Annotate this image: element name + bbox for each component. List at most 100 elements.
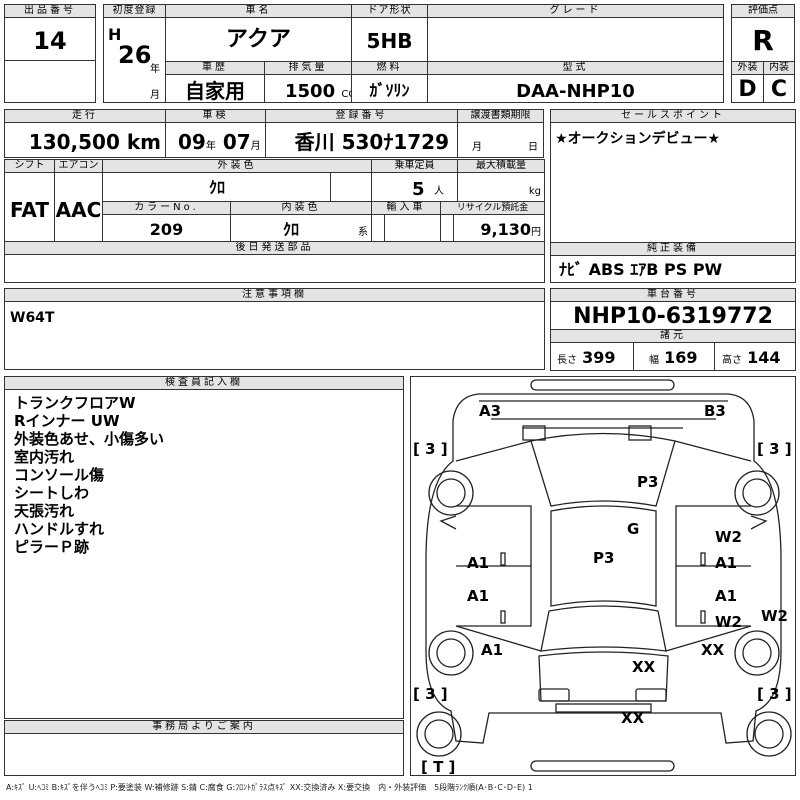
history-label: 車歴 bbox=[166, 62, 264, 75]
history: 自家用 bbox=[185, 79, 245, 103]
fuel-label: 燃料 bbox=[352, 62, 427, 75]
score-cell: 評価点 R bbox=[731, 4, 795, 62]
car-name: アクア bbox=[226, 27, 291, 52]
lot-blank-cell bbox=[4, 60, 96, 103]
damage-mark: XX bbox=[621, 709, 645, 727]
inspection-label: 車検 bbox=[166, 110, 265, 123]
first-registration-label: 初度登録 bbox=[104, 5, 165, 18]
shift: FAT bbox=[10, 198, 49, 222]
grade-cell: グレード bbox=[427, 4, 724, 62]
door-cell: ドア形状 5HB bbox=[351, 4, 428, 62]
sales-point-cell: セールスポイント ★オークションデビュー★ bbox=[550, 109, 796, 243]
spec-height: 高さ 144 bbox=[722, 348, 781, 367]
damage-mark: P3 bbox=[637, 473, 658, 491]
damage-mark: W2 bbox=[715, 613, 742, 631]
damage-mark: A1 bbox=[467, 554, 489, 572]
transfer-label: 譲渡書類期限 bbox=[458, 110, 543, 123]
exterior-color-label: 外装色 bbox=[103, 160, 371, 173]
tire-mark-rear-left: [ 3 ] bbox=[413, 685, 448, 703]
inspector-note: シートしわ bbox=[14, 484, 90, 502]
color-number-cell: カラーNo. 209 bbox=[102, 201, 231, 242]
fuel-cell: 燃料 ｶﾞｿﾘﾝ bbox=[351, 61, 428, 103]
score-label: 評価点 bbox=[732, 5, 794, 18]
recycle-fee: 9,130円 bbox=[480, 220, 541, 239]
mileage: 130,500 km bbox=[28, 130, 161, 154]
inspection-date: 09年 07月 bbox=[178, 130, 261, 154]
capacity-label: 乗車定員 bbox=[372, 160, 457, 173]
interior-score-cell: 内装 C bbox=[763, 61, 795, 103]
lot-number: 14 bbox=[33, 27, 67, 55]
damage-mark: A1 bbox=[481, 641, 503, 659]
rear-glass bbox=[540, 605, 667, 652]
transfer-day-unit: 日 bbox=[528, 142, 538, 153]
model-label: 型式 bbox=[428, 62, 723, 75]
inspector-label: 検査員記入欄 bbox=[5, 377, 403, 390]
max-load-unit: kg bbox=[528, 186, 541, 197]
inspector-note: 室内汚れ bbox=[14, 448, 75, 466]
interior-color-suffix: 系 bbox=[358, 227, 368, 238]
max-load-cell: 最大積載量 kg bbox=[457, 159, 545, 202]
spec-width: 幅 169 bbox=[649, 348, 698, 367]
displacement-cell: 排気量 1500 CC bbox=[264, 61, 352, 103]
tire-mark-spare: [ T ] bbox=[421, 758, 455, 776]
displacement: 1500 CC bbox=[285, 81, 351, 102]
lot-number-label: 出品番号 bbox=[5, 5, 95, 18]
plate-cell: 登録番号 香川 530ﾅ1729 bbox=[265, 109, 458, 158]
recycle-cell: リサイクル預託金 9,130円 bbox=[440, 201, 545, 242]
recycle-label: リサイクル預託金 bbox=[441, 202, 544, 215]
exterior-color: ｸﾛ bbox=[208, 178, 225, 197]
color-number-label: カラーNo. bbox=[103, 202, 230, 215]
shift-label: シフト bbox=[5, 160, 54, 173]
plate-label: 登録番号 bbox=[266, 110, 457, 123]
inspector-note: 外装色あせ、小傷多い bbox=[14, 430, 165, 448]
tire-mark-front-right: [ 3 ] bbox=[757, 440, 792, 458]
inspector-note: ピラーＰ跡 bbox=[14, 538, 90, 556]
legend: A:ｷｽﾞ U:ﾍｺﾐ B:ｷｽﾞを伴うﾍｺﾐ P:要塗装 W:補修跡 S:錆 … bbox=[6, 783, 533, 792]
exterior-score: D bbox=[738, 77, 757, 102]
office-label: 事務局よりご案内 bbox=[5, 721, 403, 734]
ac: AAC bbox=[55, 198, 102, 222]
damage-mark: A1 bbox=[715, 587, 737, 605]
genuine-equipment-cell: 純正装備 ﾅﾋﾞ ABS ｴｱB PS PW bbox=[550, 242, 796, 283]
capacity: 5 bbox=[412, 179, 425, 200]
rear-right-wheel bbox=[734, 630, 780, 676]
inspector-note: 天張汚れ bbox=[14, 502, 75, 520]
mileage-label: 走行 bbox=[5, 110, 165, 123]
era: H bbox=[108, 25, 122, 44]
front-right-wheel bbox=[734, 470, 780, 516]
interior-color-label: 内装色 bbox=[231, 202, 371, 215]
later-parts-label: 後日発送部品 bbox=[5, 242, 544, 255]
capacity-cell: 乗車定員 5 人 bbox=[371, 159, 458, 202]
shift-cell: シフト FAT bbox=[4, 159, 55, 242]
exterior-color-cell: 外装色 ｸﾛ bbox=[102, 159, 372, 202]
damage-mark: G bbox=[627, 520, 639, 538]
inspector-note: Rインナー UW bbox=[14, 412, 120, 430]
notes: W64T bbox=[10, 310, 55, 326]
model: DAA-NHP10 bbox=[516, 81, 635, 102]
notes-cell: 注意事項欄 W64T bbox=[4, 288, 545, 370]
chassis-number: NHP10-6319772 bbox=[573, 304, 773, 329]
genuine-equipment: ﾅﾋﾞ ABS ｴｱB PS PW bbox=[559, 260, 723, 279]
transfer-cell: 譲渡書類期限 月 日 bbox=[457, 109, 544, 158]
damage-mark: XX bbox=[701, 641, 725, 659]
inspector-cell: 検査員記入欄 トランクフロアW Rインナー UW 外装色あせ、小傷多い 室内汚れ… bbox=[4, 376, 404, 719]
office-cell: 事務局よりご案内 bbox=[4, 720, 404, 776]
chassis-label: 車台番号 bbox=[551, 289, 795, 302]
history-cell: 車歴 自家用 bbox=[165, 61, 265, 103]
inspector-note: トランクフロアW bbox=[14, 394, 136, 412]
damage-mark: A1 bbox=[715, 554, 737, 572]
specs-label: 諸元 bbox=[551, 330, 795, 343]
roof bbox=[550, 505, 657, 607]
genuine-equipment-label: 純正装備 bbox=[551, 243, 795, 256]
front-bumper bbox=[530, 379, 675, 391]
tire-mark-front-left: [ 3 ] bbox=[413, 440, 448, 458]
model-cell: 型式 DAA-NHP10 bbox=[427, 61, 724, 103]
car-diagram: [ 3 ] [ 3 ] [ 3 ] [ 3 ] [ T ] A3 B3 P3 G… bbox=[413, 379, 792, 776]
exterior-score-cell: 外装 D bbox=[731, 61, 764, 103]
max-load-label: 最大積載量 bbox=[458, 160, 544, 173]
registration-year: 26 bbox=[118, 41, 152, 69]
interior-label: 内装 bbox=[764, 62, 794, 75]
plate: 香川 530ﾅ1729 bbox=[294, 130, 449, 154]
damage-mark: A3 bbox=[479, 402, 501, 420]
inspector-note: ハンドルすれ bbox=[14, 520, 105, 538]
